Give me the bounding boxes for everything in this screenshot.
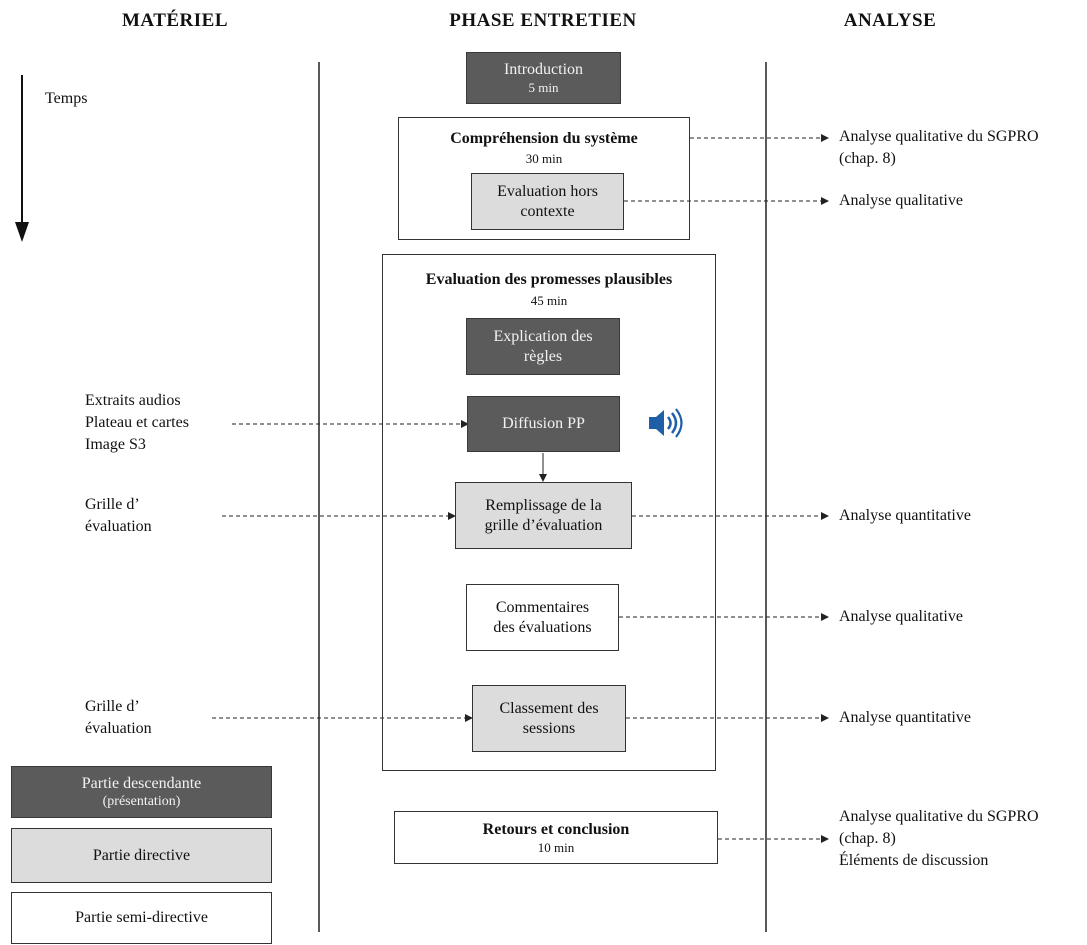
- legend-partie-directive: Partie directive: [11, 828, 272, 883]
- time-label: Temps: [45, 90, 88, 107]
- explication-line1: Explication des: [493, 327, 593, 345]
- analyse-6: Analyse qualitative du SGPRO (chap. 8) É…: [839, 806, 1039, 872]
- frame-comprehension: [398, 117, 690, 240]
- box-retours-conclusion: Retours et conclusion 10 min: [394, 811, 718, 864]
- legend-partie-descendante: Partie descendante (présentation): [11, 766, 272, 818]
- materiel-grille-1: Grille d’ évaluation: [85, 494, 152, 538]
- comprehension-duration: 30 min: [525, 151, 563, 166]
- materiel-extraits-line3: Image S3: [85, 436, 146, 453]
- classement-line1: Classement des: [499, 699, 599, 717]
- analyse-1-line1: Analyse qualitative du SGPRO: [839, 128, 1039, 145]
- analyse-3: Analyse quantitative: [839, 507, 971, 524]
- analyse-5: Analyse quantitative: [839, 709, 971, 726]
- comprehension-title: Compréhension du système: [450, 130, 638, 147]
- explication-line2: règles: [523, 347, 563, 365]
- evaluation-promesses-duration: 45 min: [530, 293, 568, 308]
- header-materiel: MATÉRIEL: [121, 10, 229, 31]
- retours-title: Retours et conclusion: [482, 820, 630, 838]
- box-diffusion-pp: Diffusion PP: [467, 396, 620, 452]
- legend-directive-label: Partie directive: [92, 846, 191, 864]
- commentaires-line2: des évaluations: [493, 618, 592, 636]
- header-analyse: ANALYSE: [843, 10, 937, 31]
- legend-descendante-line1: Partie descendante: [81, 775, 202, 792]
- commentaires-line1: Commentaires: [495, 598, 590, 616]
- header-phase-entretien: PHASE ENTRETIEN: [449, 10, 637, 31]
- hors-contexte-line2: contexte: [520, 202, 575, 220]
- materiel-extraits-line1: Extraits audios: [85, 392, 181, 409]
- frame-evaluation-promesses: [382, 254, 716, 771]
- evaluation-promesses-title: Evaluation des promesses plausibles: [425, 271, 673, 288]
- analyse-1: Analyse qualitative du SGPRO (chap. 8): [839, 126, 1039, 170]
- materiel-extraits-line2: Plateau et cartes: [85, 414, 189, 431]
- analyse-4: Analyse qualitative: [839, 608, 963, 625]
- legend-partie-semi-directive: Partie semi-directive: [11, 892, 272, 944]
- legend-semi-directive-label: Partie semi-directive: [75, 909, 208, 926]
- materiel-extraits: Extraits audios Plateau et cartes Image …: [85, 390, 189, 456]
- introduction-duration: 5 min: [528, 80, 559, 95]
- hors-contexte-line1: Evaluation hors: [497, 182, 598, 200]
- materiel-grille-2: Grille d’ évaluation: [85, 696, 152, 740]
- introduction-title: Introduction: [503, 61, 584, 78]
- analyse-1-line2: (chap. 8): [839, 150, 896, 167]
- box-commentaires: Commentaires des évaluations: [466, 584, 619, 651]
- time-arrow-head: [15, 222, 29, 242]
- box-classement: Classement des sessions: [472, 685, 626, 752]
- box-evaluation-hors-contexte: Evaluation hors contexte: [471, 173, 624, 230]
- analyse-6-line1: Analyse qualitative du SGPRO: [839, 808, 1039, 825]
- box-remplissage: Remplissage de la grille d’évaluation: [455, 482, 632, 549]
- box-introduction: Introduction 5 min: [466, 52, 621, 104]
- analyse-6-line3: Éléments de discussion: [839, 852, 989, 869]
- materiel-grille1-line1: Grille d’: [85, 496, 140, 513]
- remplissage-line2: grille d’évaluation: [484, 516, 603, 534]
- analyse-2: Analyse qualitative: [839, 192, 963, 209]
- analyse-6-line2: (chap. 8): [839, 830, 896, 847]
- classement-line2: sessions: [522, 719, 576, 737]
- remplissage-line1: Remplissage de la: [485, 496, 602, 514]
- materiel-grille2-line2: évaluation: [85, 720, 152, 737]
- legend-descendante-line2: (présentation): [102, 794, 181, 809]
- retours-duration: 10 min: [537, 839, 575, 855]
- box-explication-regles: Explication des règles: [466, 318, 620, 375]
- materiel-grille1-line2: évaluation: [85, 518, 152, 535]
- diffusion-title: Diffusion PP: [502, 415, 585, 432]
- speaker-icon: [649, 408, 683, 438]
- materiel-grille2-line1: Grille d’: [85, 698, 140, 715]
